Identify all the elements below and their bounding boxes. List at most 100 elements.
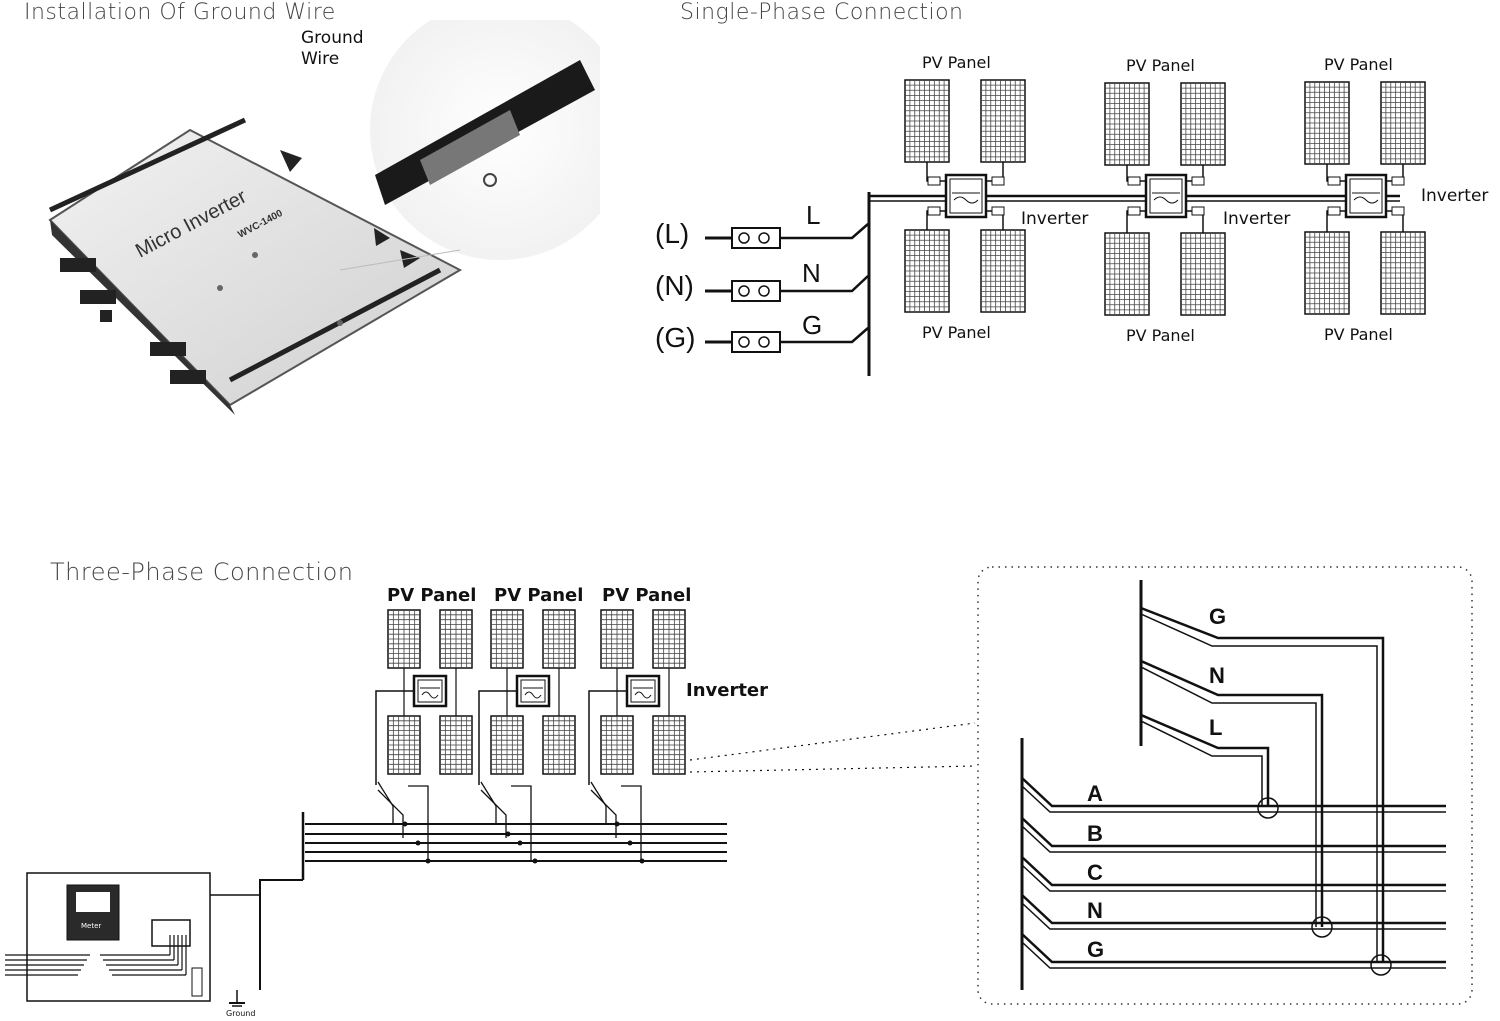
detail-upper-wire (1140, 659, 1324, 927)
l-wire (780, 223, 869, 240)
terminal-screw (758, 232, 770, 244)
sp-panel-label-2: PV Panel (1126, 56, 1195, 75)
detail-upper-g: G (1209, 604, 1227, 629)
mc4-connector (1391, 176, 1405, 186)
tp-panel-bottom-right-grid (543, 716, 575, 774)
drop-wire (590, 781, 607, 825)
detail-lower-wire (1021, 933, 1446, 964)
tp-inverter-inner (630, 679, 656, 703)
bus-junction (415, 840, 421, 846)
detail-box (977, 566, 1473, 1005)
sp-inverter-label-2: Inverter (1223, 209, 1291, 229)
ground-wire-label-2: Wire (301, 49, 340, 69)
drop-wire (621, 785, 642, 860)
wire-g-label: G (802, 310, 823, 340)
bus-junction (639, 858, 645, 864)
detail-junction (1311, 916, 1333, 938)
n-wire (780, 275, 869, 293)
detail-lower-wire (1021, 817, 1446, 848)
sp-panel-label-5: PV Panel (1126, 326, 1195, 345)
sp-panel-top-left-grid (1305, 82, 1349, 164)
sp-panel-label-4: PV Panel (922, 323, 991, 342)
detail-lower-wire (1021, 856, 1446, 887)
meter-display (76, 892, 110, 912)
sp-panel-bottom-right-grid (1381, 232, 1425, 314)
detail-lower-wire (1021, 902, 1446, 930)
terminal-n-label: (N) (655, 270, 694, 301)
detail-lower-b: B (1087, 821, 1103, 846)
detail-upper-wire (1140, 666, 1317, 927)
breaker (151, 919, 191, 947)
detail-lower-wire (1021, 864, 1446, 892)
drop-wire (480, 789, 507, 838)
tp-inverter-symbol-ac (634, 691, 652, 699)
terminal-l-label: (L) (655, 218, 690, 249)
bus-junction (505, 831, 511, 837)
mc4-connector (991, 206, 1005, 216)
tp-panel-bottom-left-grid (601, 716, 633, 774)
sp-panel-top-left-grid (905, 80, 949, 162)
tp-inverter (625, 674, 661, 708)
detail-upper-l: L (1209, 715, 1223, 740)
sp-inverter-inner (1349, 178, 1383, 214)
single-phase-title: Single-Phase Connection (680, 0, 964, 25)
sp-panel-label-6: PV Panel (1324, 325, 1393, 344)
sp-inverter-symbol-ac (1353, 196, 1379, 204)
ground-label: Ground (226, 1009, 256, 1018)
detail-lower-wire (1021, 825, 1446, 853)
wire-n-label: N (802, 258, 821, 288)
sp-panel-bottom-right-grid (1181, 233, 1225, 315)
mc4-connector (1191, 176, 1205, 186)
detail-upper-wire (1140, 720, 1263, 806)
detail-lower-wire (1021, 785, 1446, 813)
tp-panel-bottom-left-grid (491, 716, 523, 774)
sp-panel-top-right-grid (1181, 83, 1225, 165)
terminal-screw (738, 336, 750, 348)
detail-junction (1370, 954, 1392, 976)
mc4-connector (1327, 206, 1341, 216)
detail-upper-wire (1140, 713, 1270, 806)
ground-wire-label-1: Ground (301, 28, 364, 48)
tp-panel-top-right-grid (653, 610, 685, 668)
tp-inverter-inner (520, 679, 546, 703)
mc4-connector (1127, 206, 1141, 216)
terminal-g-label: (G) (655, 322, 696, 353)
sp-inverter-label-1: Inverter (1021, 209, 1089, 229)
feeder-wire (259, 879, 303, 990)
terminal-screw (758, 285, 770, 297)
drop-wire (480, 781, 497, 825)
bus-junction (532, 858, 538, 864)
tp-panel-top-left-grid (388, 610, 420, 668)
sp-inverter-symbol-ac (1153, 196, 1179, 204)
tp-inverter-symbol-ac (421, 691, 439, 699)
sp-panel-bottom-left-grid (1105, 233, 1149, 315)
detail-junction (1257, 797, 1279, 819)
drop-wire (377, 781, 394, 825)
bus-junction (627, 840, 633, 846)
detail-upper-wire (1140, 606, 1385, 962)
drop-wire (590, 789, 617, 838)
meter-label: Meter (81, 922, 102, 930)
bus-junction (517, 840, 523, 846)
bus-junction (402, 821, 408, 827)
sp-panel-top-left-grid (1105, 83, 1149, 165)
tp-panel-bottom-left-grid (388, 716, 420, 774)
tp-panel-bottom-right-grid (440, 716, 472, 774)
detail-lower-a: A (1087, 781, 1103, 806)
detail-lower-n: N (1087, 898, 1103, 923)
sp-panel-label-3: PV Panel (1324, 55, 1393, 74)
sp-inverter-symbol-ac (953, 196, 979, 204)
tp-panel-label-1: PV Panel (387, 585, 477, 606)
terminal-screw (738, 285, 750, 297)
tp-inverter-inner (417, 679, 443, 703)
bus-junction (614, 821, 620, 827)
sp-inverter-inner (1149, 178, 1183, 214)
sp-inverter (1344, 173, 1388, 219)
sp-panel-bottom-right-grid (981, 230, 1025, 312)
mc4-connector (1127, 176, 1141, 186)
sp-inverter (1144, 173, 1188, 219)
detail-lower-g: G (1087, 937, 1105, 962)
ground-wire-title: Installation Of Ground Wire (24, 0, 336, 25)
tp-panel-top-left-grid (491, 610, 523, 668)
